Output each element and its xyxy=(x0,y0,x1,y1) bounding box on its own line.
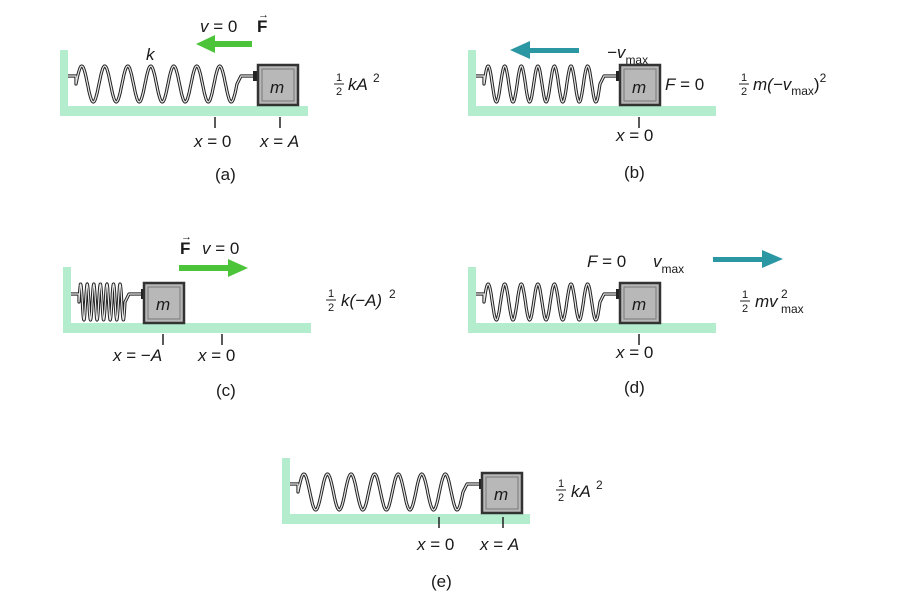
force-vector-arrow-glyph: → xyxy=(258,9,269,21)
svg-text:1: 1 xyxy=(558,478,564,490)
force-vector-label: F xyxy=(257,17,267,36)
panel-caption: (b) xyxy=(624,163,645,182)
svg-text:2: 2 xyxy=(336,86,342,98)
mass-block xyxy=(256,63,300,107)
force-arrow xyxy=(179,259,248,277)
svg-text:2: 2 xyxy=(558,492,564,504)
velocity-arrow xyxy=(713,250,783,268)
tick-label: x = 0 xyxy=(615,343,653,362)
mass-label: m xyxy=(632,78,646,97)
ground xyxy=(63,267,311,333)
panel-d: m F = 0 vmax x = 0 1 2 mv 2 max (d) xyxy=(468,250,804,397)
energy-expression: 1 2 kA 2 xyxy=(556,478,603,504)
velocity-arrow xyxy=(510,41,579,59)
svg-text:mv: mv xyxy=(755,292,779,311)
svg-text:1: 1 xyxy=(742,289,748,301)
panel-caption: (c) xyxy=(216,381,236,400)
spring-constant-label: k xyxy=(146,45,156,64)
svg-text:2: 2 xyxy=(373,71,380,85)
panel-caption: (d) xyxy=(624,378,645,397)
spring-coil-highlight xyxy=(68,65,257,103)
panel-a: m k v = 0 F → x = 0 x = A 1 2 kA 2 (a) xyxy=(60,9,380,184)
panel-b: m −vmax F = 0 x = 0 1 2 m(−vmax)2 (b) xyxy=(468,41,827,182)
spring-connector xyxy=(616,71,620,81)
force-arrow xyxy=(196,35,252,53)
spring-coil-highlight xyxy=(71,283,145,321)
tick-label: x = 0 xyxy=(416,535,454,554)
mass-label: m xyxy=(494,485,508,504)
svg-text:2: 2 xyxy=(781,287,788,301)
velocity-label: −vmax xyxy=(607,43,648,67)
ground xyxy=(468,50,716,116)
spring-coil-highlight xyxy=(476,283,620,321)
svg-text:1: 1 xyxy=(741,72,747,84)
energy-expression: 1 2 mv 2 max xyxy=(740,287,804,316)
panel-caption: (a) xyxy=(215,165,236,184)
velocity-label: v = 0 xyxy=(202,239,239,258)
spring-coil-highlight xyxy=(290,473,483,511)
force-vector-label: F xyxy=(180,239,190,258)
mass-block xyxy=(142,281,186,325)
mass-label: m xyxy=(156,295,170,314)
mass-block xyxy=(618,281,662,325)
mass-block xyxy=(618,63,662,107)
panel-e: m x = 0 x = A 1 2 kA 2 (e) xyxy=(282,458,603,591)
mass-label: m xyxy=(632,295,646,314)
svg-text:m(−vmax)2: m(−vmax)2 xyxy=(753,71,827,98)
force-label: F = 0 xyxy=(665,75,704,94)
energy-expression: 1 2 k(−A) 2 xyxy=(326,287,396,314)
energy-expression: 1 2 kA 2 xyxy=(334,71,380,98)
tick-label: x = A xyxy=(479,535,519,554)
svg-text:kA: kA xyxy=(571,482,591,501)
tick-label: x = 0 xyxy=(615,126,653,145)
svg-text:2: 2 xyxy=(596,478,603,492)
velocity-label: vmax xyxy=(653,252,684,276)
ground xyxy=(60,50,308,116)
force-vector-arrow-glyph: → xyxy=(181,231,192,243)
svg-text:2: 2 xyxy=(389,287,396,301)
tick-label: x = −A xyxy=(112,346,162,365)
svg-text:1: 1 xyxy=(328,288,334,300)
spring-connector xyxy=(616,289,620,299)
ground xyxy=(282,458,530,524)
mass-block xyxy=(480,471,524,515)
spring-coil-highlight xyxy=(476,65,620,103)
panel-caption: (e) xyxy=(431,572,452,591)
svg-text:2: 2 xyxy=(328,302,334,314)
mass-label: m xyxy=(270,78,284,97)
energy-expression: 1 2 m(−vmax)2 xyxy=(739,71,827,98)
panel-c: m F → v = 0 x = −A x = 0 1 2 k(−A) 2 (c) xyxy=(63,231,396,400)
force-label: F = 0 xyxy=(587,252,626,271)
tick-label: x = 0 xyxy=(193,132,231,151)
tick-label: x = 0 xyxy=(197,346,235,365)
svg-text:k(−A): k(−A) xyxy=(341,291,382,310)
ground xyxy=(468,267,716,333)
svg-text:1: 1 xyxy=(336,72,342,84)
tick-label: x = A xyxy=(259,132,299,151)
velocity-label: v = 0 xyxy=(200,17,237,36)
spring-connector xyxy=(253,71,257,81)
svg-text:kA: kA xyxy=(348,75,368,94)
svg-text:2: 2 xyxy=(742,303,748,315)
svg-text:max: max xyxy=(781,302,804,316)
svg-text:2: 2 xyxy=(741,86,747,98)
